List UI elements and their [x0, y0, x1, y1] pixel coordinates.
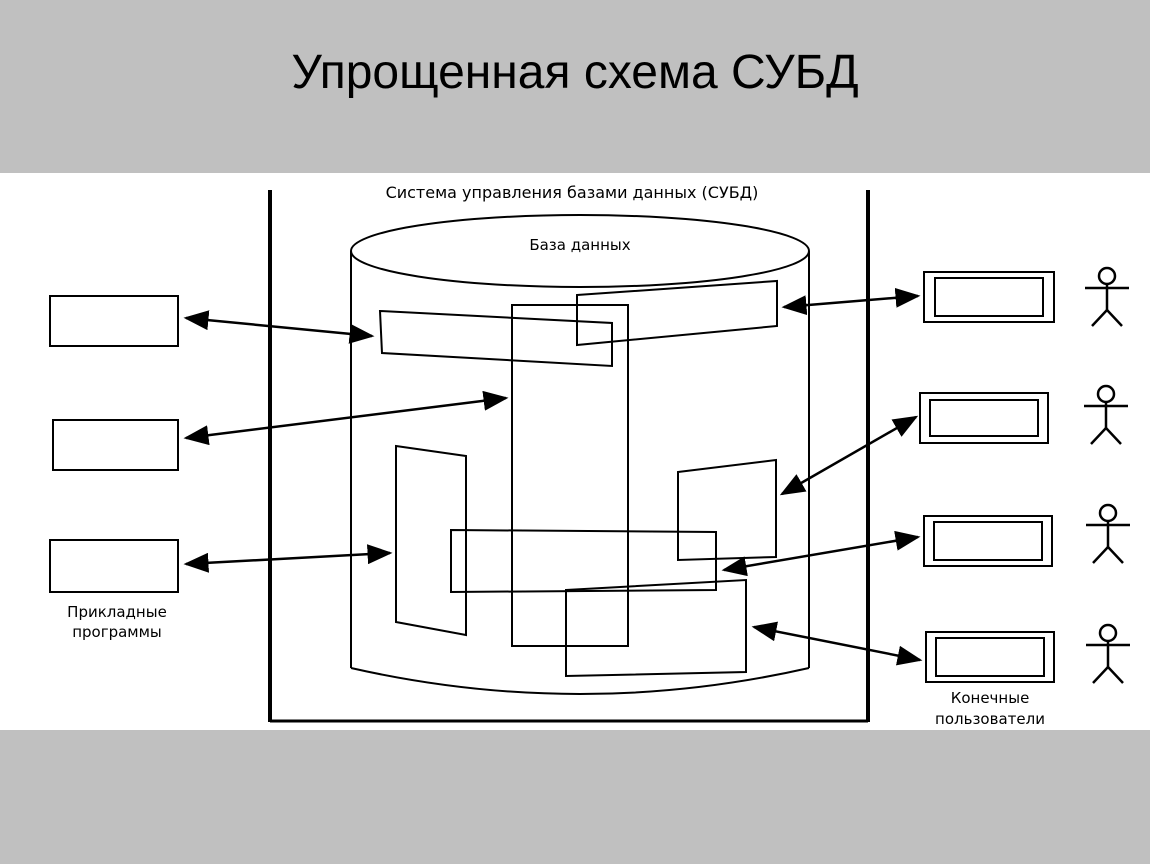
user-arrows — [721, 287, 923, 666]
application-arrows — [183, 310, 509, 573]
dbms-label: Система управления базами данных (СУБД) — [386, 183, 759, 202]
end-users-label-line2: пользователи — [935, 710, 1045, 728]
user-icon — [1085, 266, 1129, 327]
slide-title: Упрощенная схема СУБД — [291, 46, 859, 99]
application-box — [52, 419, 179, 471]
applications-label-line1: Прикладные — [67, 603, 167, 621]
terminal-icon — [923, 271, 1055, 323]
data-block — [677, 458, 777, 562]
end-users-label-line1: Конечные — [951, 689, 1030, 707]
end-user-terminals — [919, 271, 1055, 683]
applications-label-line2: программы — [72, 623, 162, 641]
data-block — [511, 304, 629, 647]
data-blocks — [378, 279, 778, 678]
double-arrow — [183, 390, 509, 446]
application-box — [49, 295, 179, 347]
database-label: База данных — [529, 236, 630, 254]
double-arrow — [721, 530, 921, 577]
terminal-icon — [925, 631, 1055, 683]
data-block — [565, 578, 747, 678]
terminal-icon — [919, 392, 1049, 444]
application-box — [49, 539, 179, 593]
data-block — [450, 528, 717, 594]
user-icon — [1086, 503, 1130, 564]
data-block — [576, 279, 778, 347]
application-programs — [49, 295, 179, 593]
double-arrow — [183, 544, 393, 573]
double-arrow — [779, 415, 919, 496]
double-arrow — [751, 621, 923, 666]
user-icon — [1086, 623, 1130, 684]
database-cylinder — [350, 214, 810, 695]
user-icon — [1084, 384, 1128, 445]
double-arrow — [781, 287, 921, 316]
double-arrow — [183, 310, 375, 344]
data-block — [378, 309, 613, 368]
data-block — [395, 444, 467, 637]
end-user-figures — [1084, 266, 1130, 684]
terminal-icon — [923, 515, 1053, 567]
